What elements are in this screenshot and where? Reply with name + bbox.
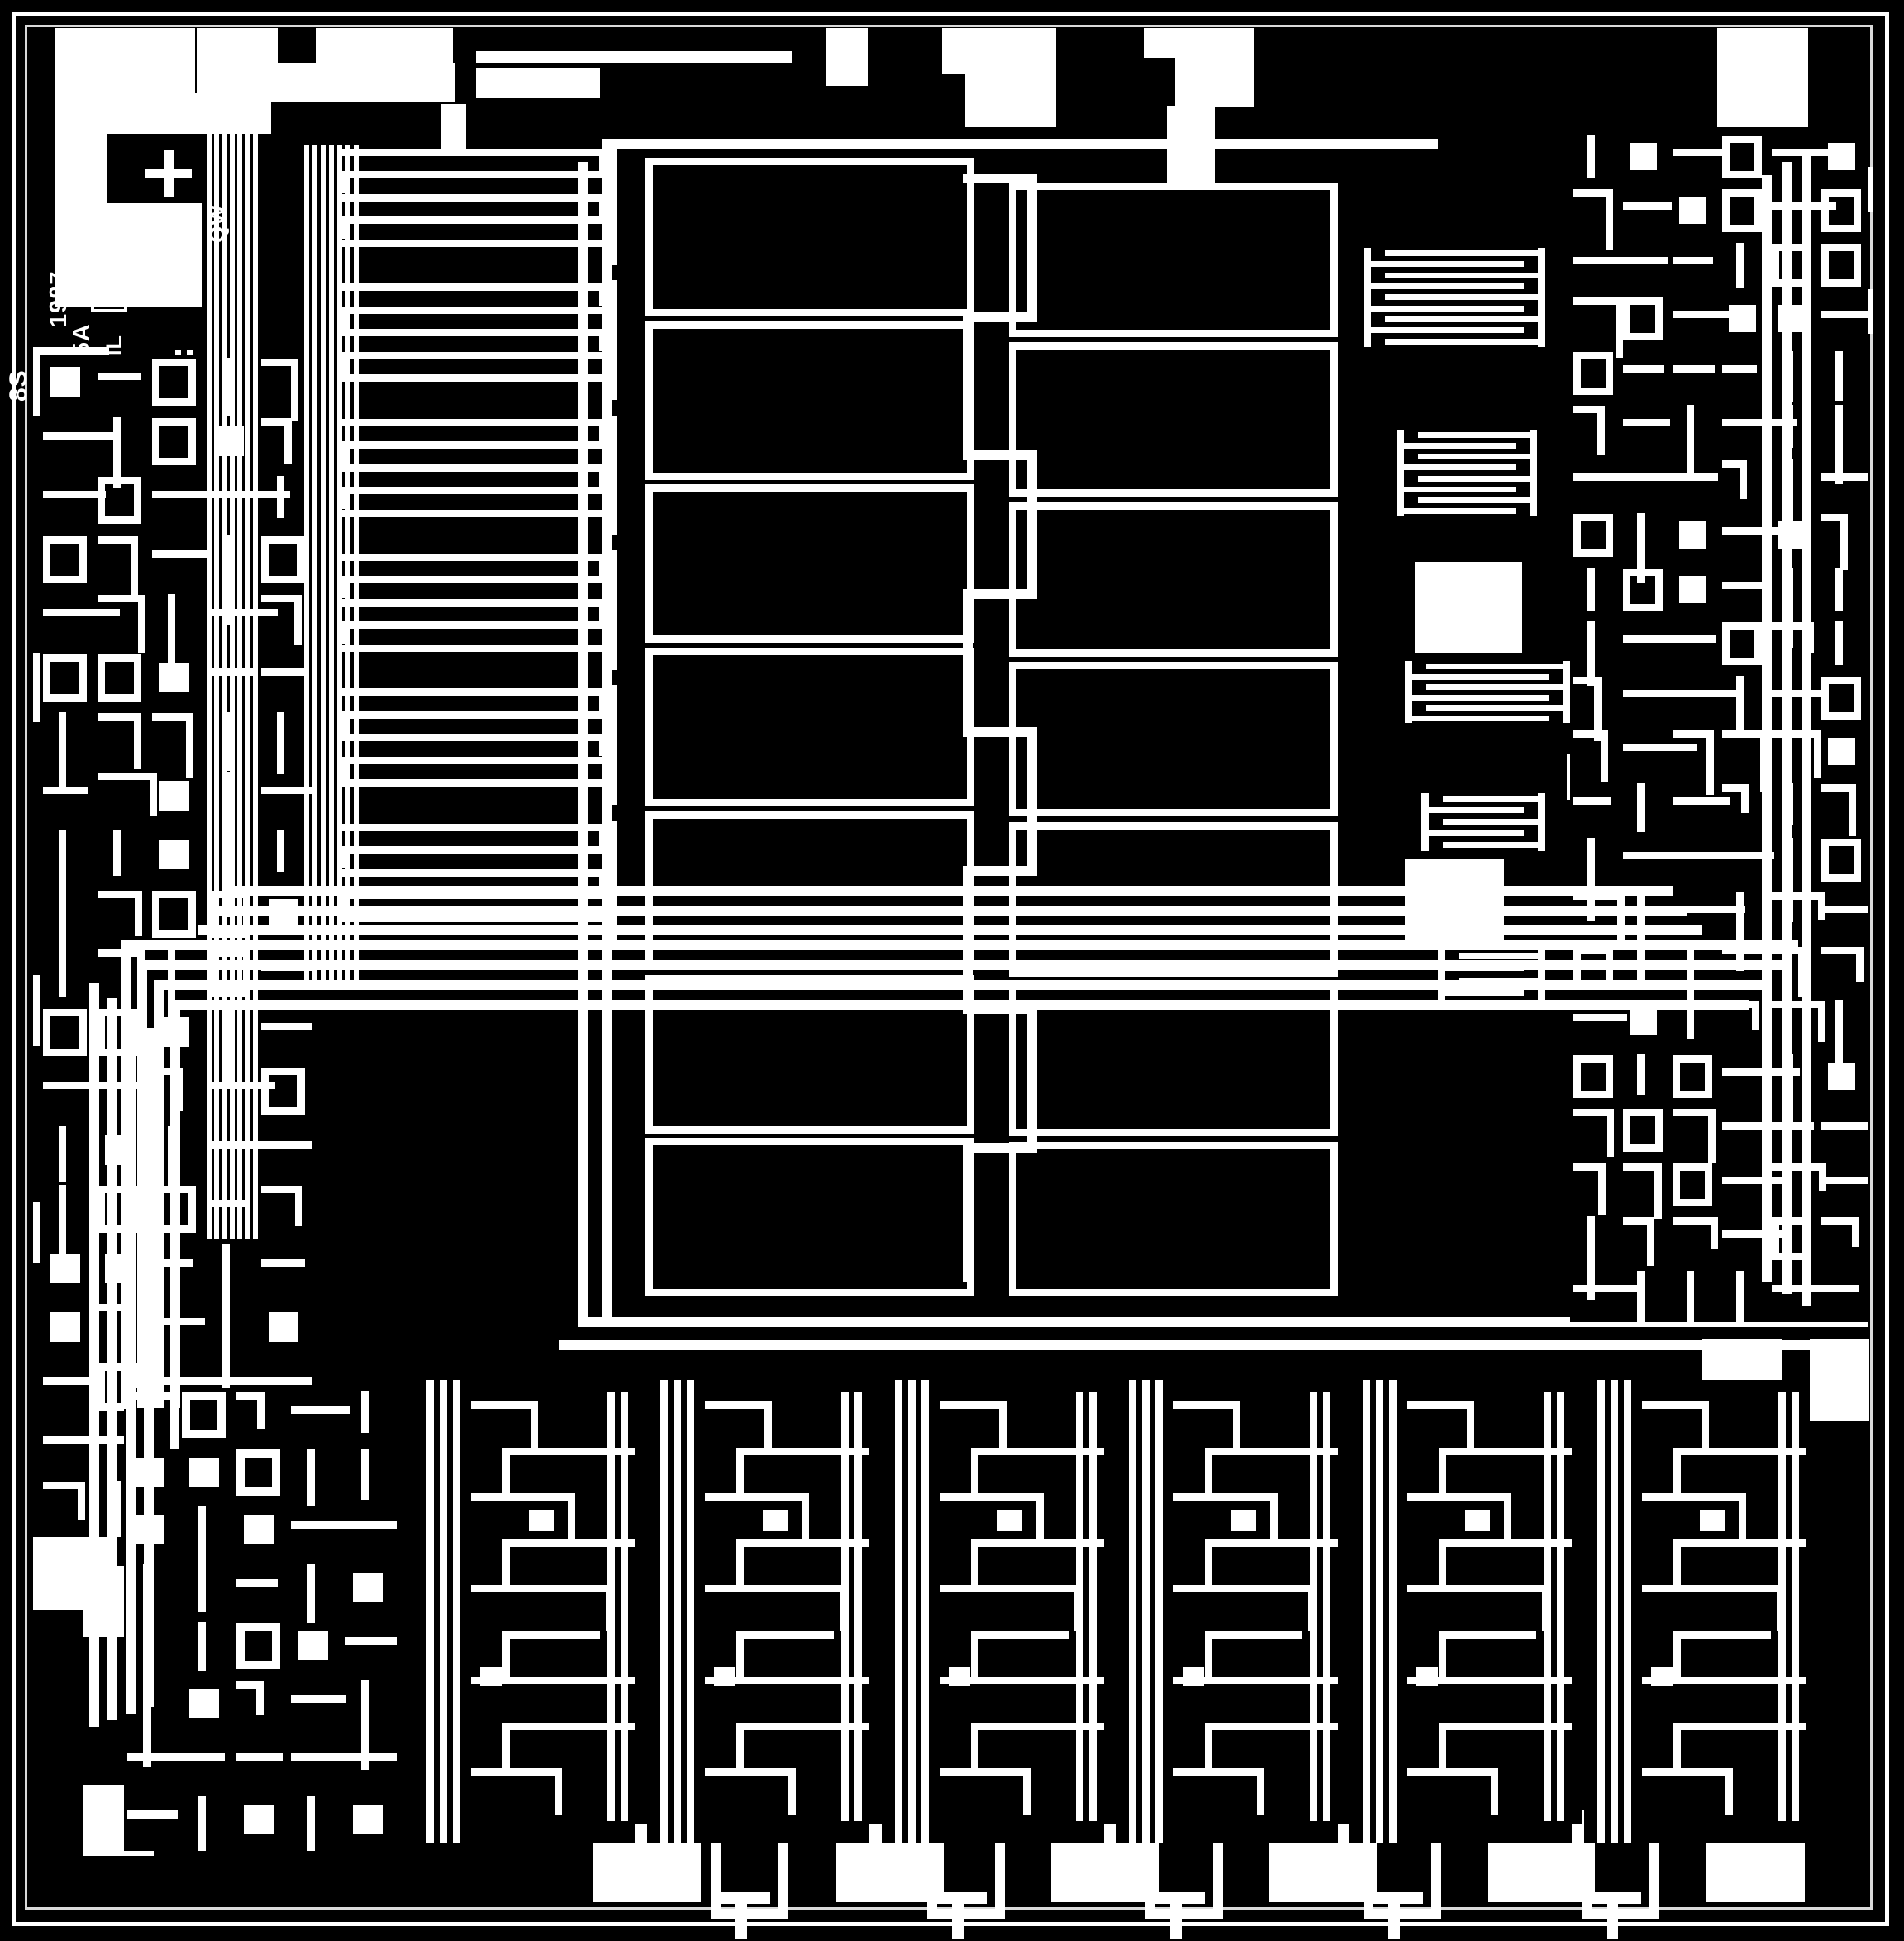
input-latch-routing bbox=[40, 355, 312, 1537]
output-amplifier-routing bbox=[1570, 132, 1868, 1322]
mask-letter-mark: M bbox=[91, 273, 127, 312]
interdigitated-fet-array bbox=[1405, 661, 1570, 723]
interdigitated-fet-array bbox=[1397, 430, 1537, 516]
alignment-crosshair-icon bbox=[145, 150, 192, 197]
top-metal-rail bbox=[441, 104, 466, 149]
analog-metal-plate bbox=[1415, 562, 1522, 653]
vdd-metal-plate bbox=[55, 192, 202, 307]
ladder-cell bbox=[653, 819, 967, 963]
interdigitated-fet-array bbox=[1421, 793, 1545, 851]
core-bus-outline bbox=[578, 162, 588, 1327]
ladder-cell bbox=[653, 329, 967, 473]
bond-pad bbox=[1810, 1339, 1869, 1421]
bond-pad bbox=[316, 28, 370, 66]
scribe-seal-ring-inner bbox=[25, 25, 1873, 1910]
ladder-cell bbox=[653, 982, 967, 1126]
r2r-ladder-column-right bbox=[1016, 190, 1330, 1289]
top-metal-rail bbox=[476, 51, 792, 63]
logic-cell bbox=[1116, 1380, 1338, 1843]
logic-cell bbox=[1584, 1380, 1806, 1843]
test-probe-structure bbox=[1147, 1892, 1205, 1939]
interdigitated-fet-array bbox=[1438, 950, 1545, 1000]
test-probe-structure bbox=[712, 1892, 770, 1939]
bond-pad bbox=[965, 28, 1056, 127]
core-interconnect bbox=[963, 157, 1037, 1297]
logic-cell bbox=[647, 1380, 869, 1843]
test-probe-structure bbox=[1583, 1892, 1641, 1939]
ladder-cell bbox=[653, 655, 967, 799]
test-probe-structure bbox=[929, 1892, 987, 1939]
logic-cell-row bbox=[413, 1380, 1818, 1843]
ladder-cell bbox=[1016, 350, 1330, 489]
core-bus-outline bbox=[612, 139, 1438, 149]
core-bus-outline bbox=[578, 1317, 1868, 1327]
bond-pad bbox=[1167, 106, 1215, 202]
data-bus-bundle bbox=[207, 116, 258, 1239]
interdigitated-fet-array bbox=[1364, 248, 1545, 347]
analog-metal-plate bbox=[1405, 859, 1504, 942]
ladder-cell bbox=[1016, 190, 1330, 330]
logic-cell bbox=[1349, 1380, 1572, 1843]
ladder-cell bbox=[1016, 989, 1330, 1129]
ladder-cell bbox=[1016, 669, 1330, 809]
ladder-cell bbox=[1016, 510, 1330, 649]
process-legend-line-2: OS bbox=[175, 210, 200, 243]
process-legend-line-1: AND bbox=[145, 210, 170, 259]
data-bus-bundle bbox=[304, 145, 359, 988]
ladder-cell bbox=[1016, 1149, 1330, 1289]
test-probe-structure bbox=[1365, 1892, 1423, 1939]
ladder-cell bbox=[1016, 830, 1330, 969]
core-bus-outline bbox=[559, 1340, 1864, 1350]
bond-pad bbox=[826, 28, 868, 86]
scribe-seal-ring bbox=[12, 12, 1889, 1926]
r2r-ladder-column-left bbox=[653, 165, 967, 1289]
control-logic-block bbox=[124, 1388, 397, 1851]
year-mark: 1987 bbox=[45, 270, 72, 327]
bond-pad bbox=[1717, 28, 1808, 127]
logic-cell bbox=[413, 1380, 635, 1843]
core-bus-outline bbox=[602, 139, 612, 1320]
ladder-cell bbox=[653, 1145, 967, 1289]
logic-cell bbox=[882, 1380, 1104, 1843]
ladder-cell bbox=[653, 165, 967, 309]
bond-pad bbox=[1175, 28, 1254, 107]
ladder-cell bbox=[653, 492, 967, 635]
lot-code-mark: 8S bbox=[5, 369, 32, 402]
vdd-metal-plate bbox=[197, 63, 455, 102]
top-metal-rail bbox=[476, 68, 600, 98]
